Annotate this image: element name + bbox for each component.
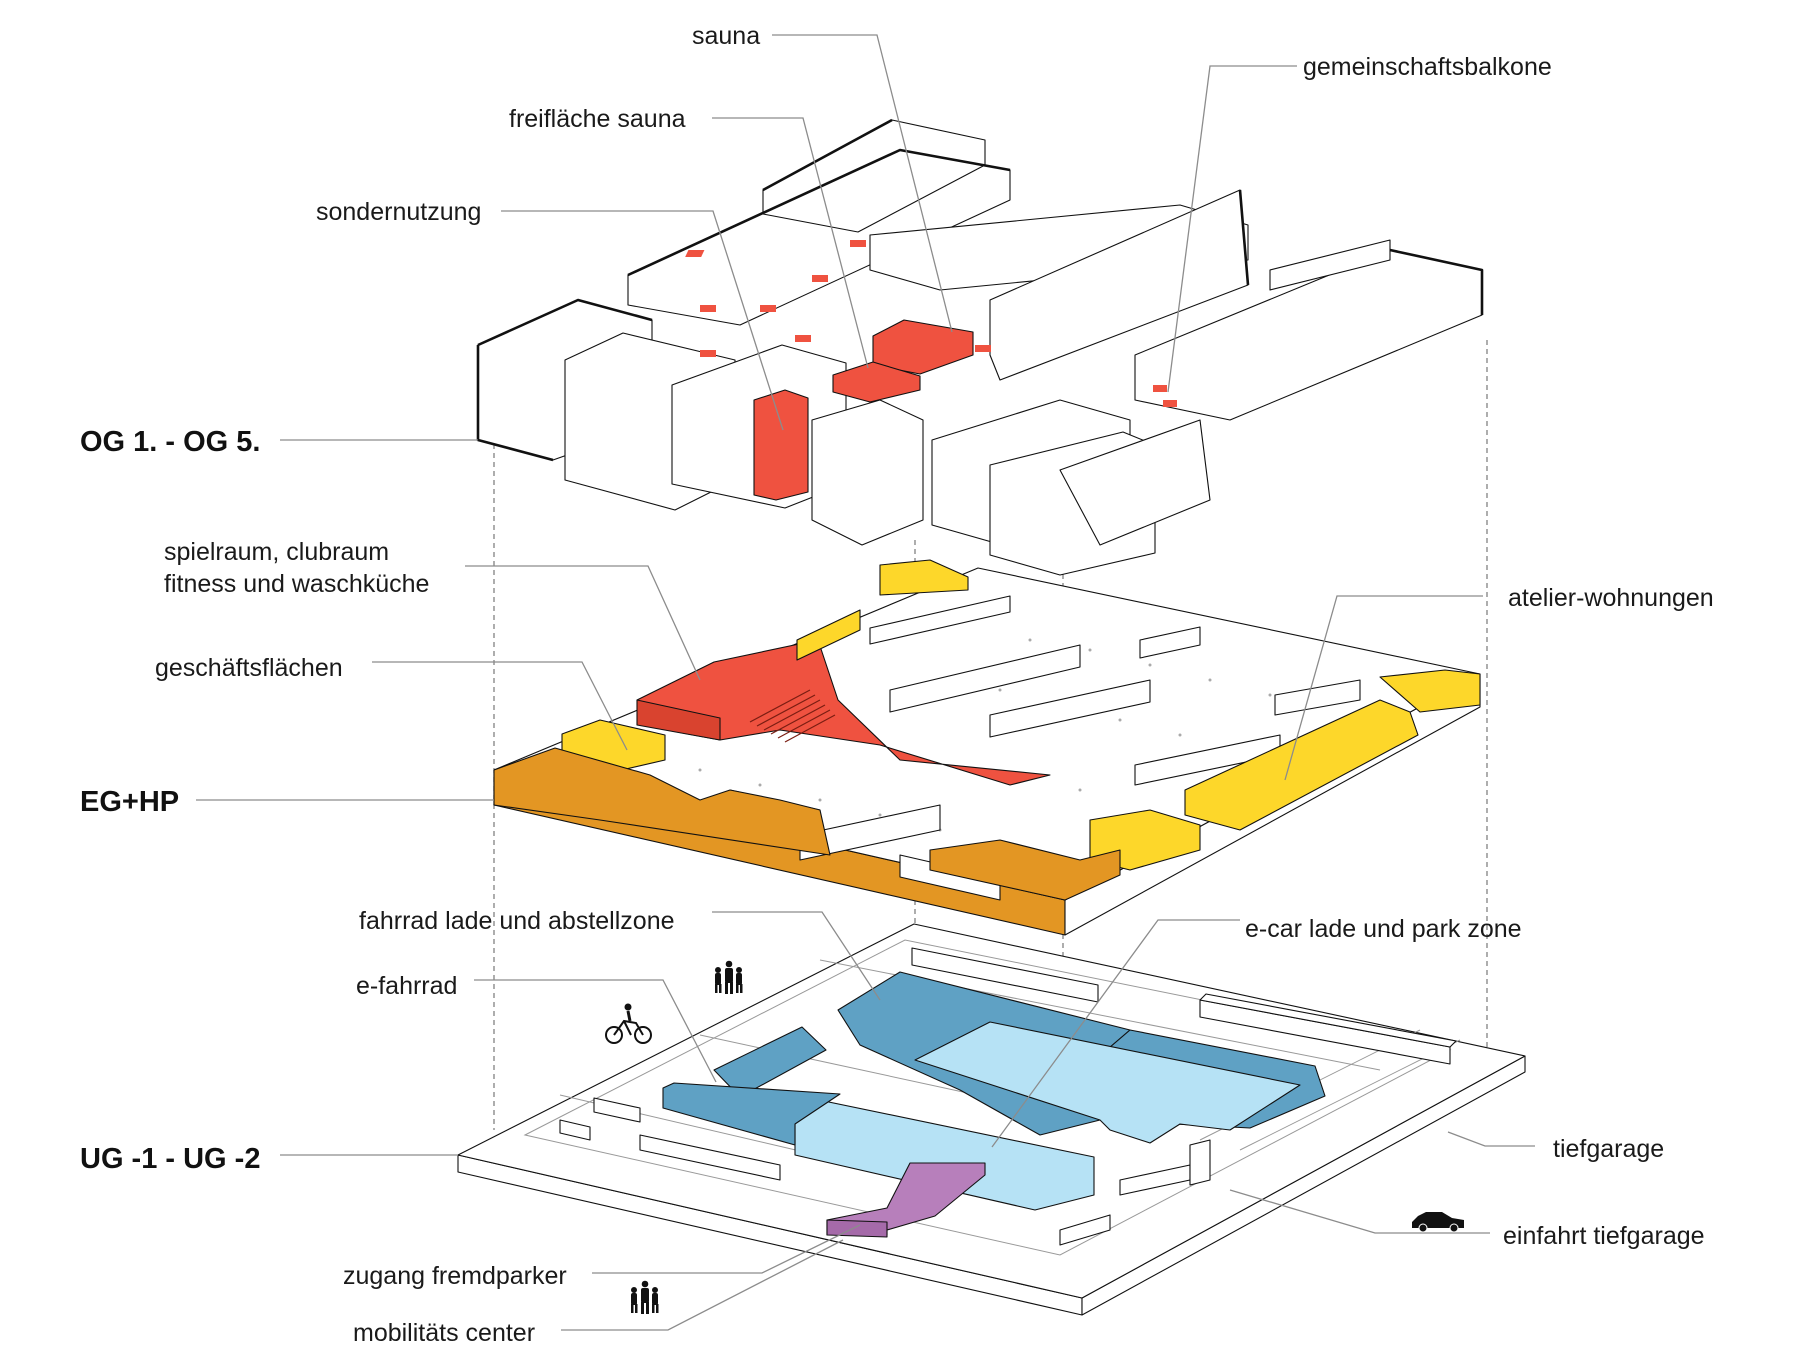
label-efahrrad: e-fahrrad	[356, 972, 457, 1000]
atelier-block	[1184, 699, 1419, 831]
cyclist-icon	[605, 1003, 652, 1044]
leader-lines	[196, 34, 1535, 1331]
upper-level	[476, 118, 1484, 576]
label-gemeinschaftsbalkone: gemeinschaftsbalkone	[1303, 53, 1552, 81]
label-mobilitaet: mobilitäts center	[353, 1319, 535, 1347]
level-basement: UG -1 - UG -2	[80, 1143, 260, 1175]
label-atelier: atelier-wohnungen	[1508, 584, 1714, 612]
sondernutzung-block	[753, 389, 809, 501]
annotations: sauna gemeinschaftsbalkone freifläche sa…	[80, 22, 1714, 1347]
label-ecar: e-car lade und park zone	[1245, 915, 1522, 943]
geschaeftsflaechen-block	[493, 747, 831, 856]
label-spielraum-2: fitness und waschküche	[164, 570, 429, 598]
label-sondernutzung: sondernutzung	[316, 198, 481, 226]
level-upper: OG 1. - OG 5.	[80, 426, 261, 458]
car-icon	[1412, 1212, 1464, 1233]
ecar-park-zone	[914, 1021, 1301, 1144]
label-tiefgarage: tiefgarage	[1553, 1135, 1664, 1163]
pedestrians-icon	[715, 960, 743, 994]
pedestrians-icon	[631, 1280, 659, 1314]
basement-level	[457, 923, 1526, 1316]
label-spielraum-1: spielraum, clubraum	[164, 538, 389, 566]
stair-hatch	[749, 689, 836, 743]
ground-level	[493, 559, 1481, 936]
label-sauna: sauna	[692, 22, 760, 50]
label-einfahrt: einfahrt tiefgarage	[1503, 1222, 1705, 1250]
label-geschaeftsflaechen: geschäftsflächen	[155, 654, 343, 682]
label-fahrrad-lade: fahrrad lade und abstellzone	[359, 907, 675, 935]
level-ground: EG+HP	[80, 786, 179, 818]
label-freiflaeche-sauna: freifläche sauna	[509, 105, 686, 133]
freiflaeche-sauna	[832, 361, 921, 403]
label-zugang: zugang fremdparker	[343, 1262, 567, 1290]
